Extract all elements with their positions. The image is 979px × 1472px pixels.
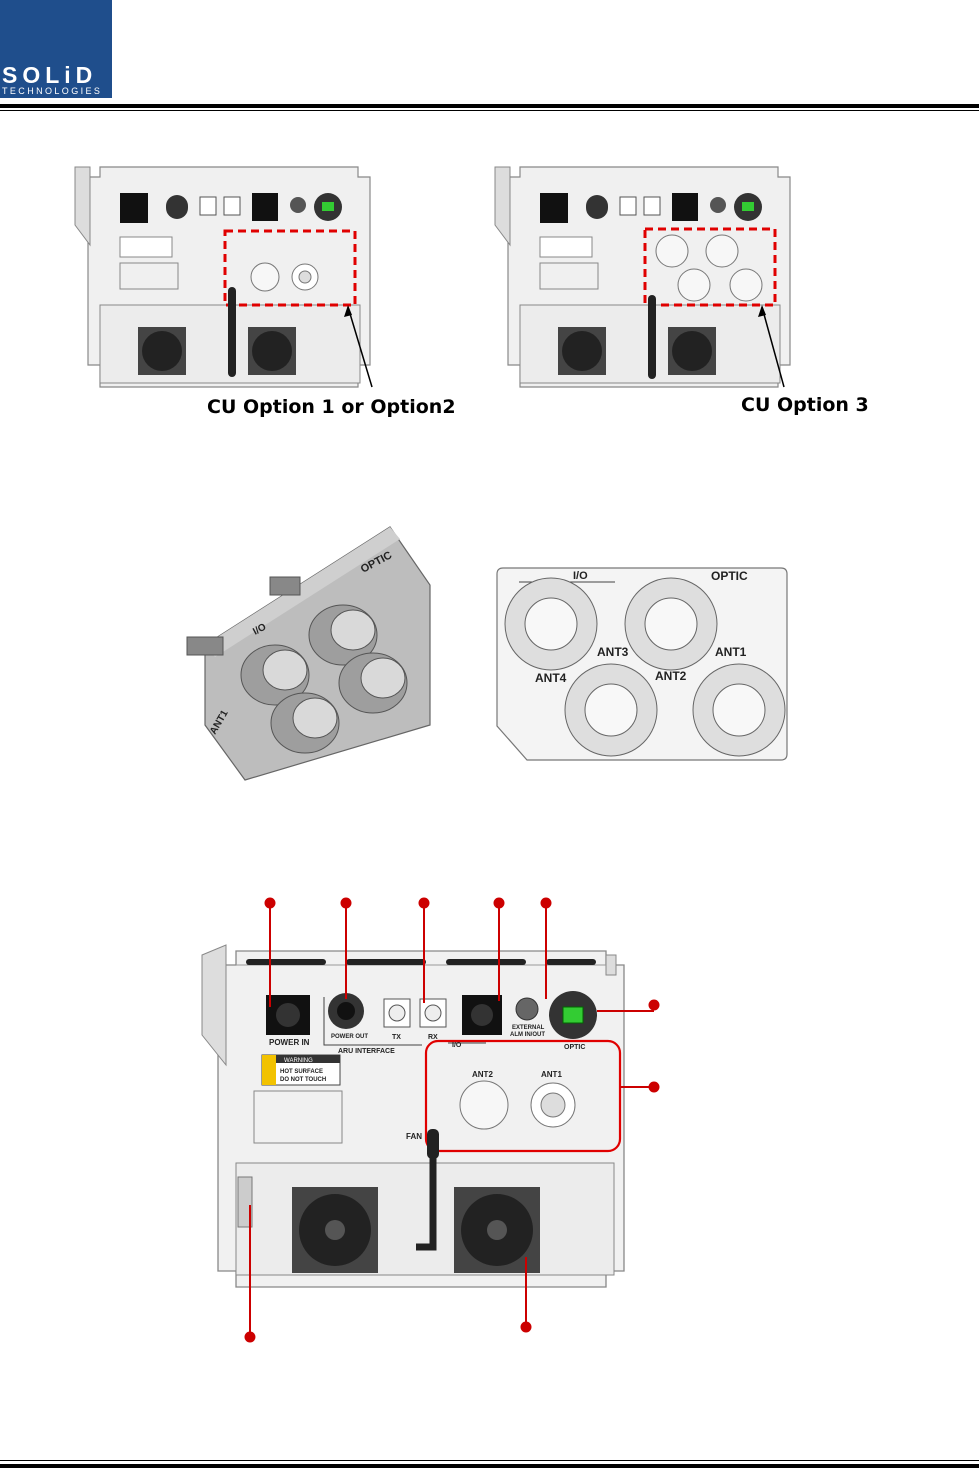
- fan-label: FAN: [406, 1132, 422, 1141]
- warning-label: WARNING: [284, 1058, 313, 1064]
- external-alm-label: EXTERNAL: [512, 1025, 545, 1031]
- footer-rule: [0, 1464, 979, 1468]
- optic-label-f3: OPTIC: [564, 1044, 585, 1051]
- logo-subtitle: TECHNOLOGIES: [2, 86, 110, 96]
- cu-option-1-2-caption: CU Option 1 or Option2: [207, 396, 456, 418]
- do-not-touch-label: DO NOT TOUCH: [280, 1077, 326, 1083]
- rx-label: RX: [428, 1034, 438, 1041]
- ant2-port: [460, 1081, 508, 1129]
- optic-label: OPTIC: [711, 569, 748, 583]
- cu-rear-panel-diagram: POWER IN POWER OUT TX RX EXTERNAL ALM IN…: [196, 895, 686, 1345]
- fan-right-icon: [248, 327, 296, 375]
- fan-left-icon: [292, 1187, 378, 1273]
- optic-plate-front: I/O OPTIC ANT3 ANT4 ANT2 ANT1: [495, 566, 789, 762]
- fan-left-icon: [138, 327, 186, 375]
- logo-brand: SOLiD: [2, 62, 110, 89]
- ant4-label: ANT4: [535, 671, 567, 685]
- io-label-f3: I/O: [452, 1042, 462, 1049]
- footer-rule-thin: [0, 1460, 979, 1461]
- external-alm-connector: [516, 998, 538, 1020]
- external-alm-label-2: ALM IN/OUT: [510, 1032, 545, 1038]
- hot-surface-label: HOT SURFACE: [280, 1069, 323, 1075]
- cu-option-3-diagram: [480, 155, 800, 395]
- ant1-label-f3: ANT1: [541, 1070, 562, 1079]
- ant1-label: ANT1: [715, 645, 747, 659]
- optic-plate-isometric: OPTIC I/O ANT1: [185, 525, 435, 787]
- cu-option-1-2-diagram: [60, 155, 380, 395]
- aru-interface-label: ARU INTERFACE: [338, 1048, 395, 1055]
- header-rule: [0, 104, 979, 108]
- cu-option-3-caption: CU Option 3: [741, 394, 869, 416]
- fan-right-icon: [454, 1187, 540, 1273]
- ant3-label: ANT3: [597, 645, 629, 659]
- tx-label: TX: [392, 1034, 401, 1041]
- ant2-label-f3: ANT2: [472, 1070, 493, 1079]
- power-in-label: POWER IN: [269, 1038, 310, 1047]
- header-rule-thin: [0, 110, 979, 111]
- fan-left-icon: [558, 327, 606, 375]
- fan-right-icon: [668, 327, 716, 375]
- io-label: I/O: [573, 570, 588, 582]
- power-out-label: POWER OUT: [331, 1034, 368, 1040]
- ant2-label: ANT2: [655, 669, 687, 683]
